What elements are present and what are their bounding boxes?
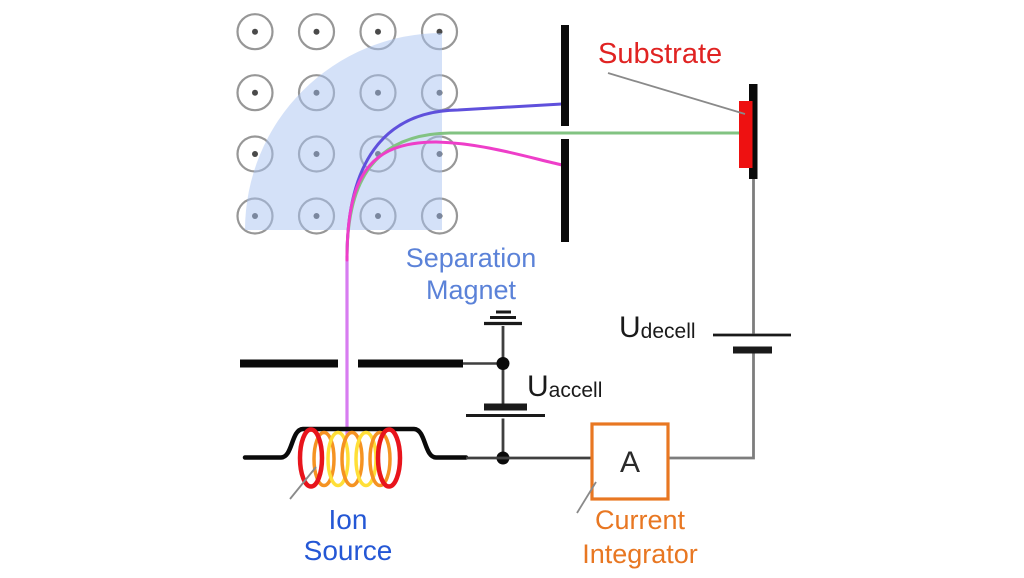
wire-ion-source [242,426,469,460]
ion-source-label: Ion Source [268,504,428,566]
separation-magnet-label-line1: Separation [405,243,537,273]
field-out-of-page-icon [297,13,336,51]
coil-end-loop [297,427,325,489]
ion-source-coil [297,427,403,489]
substrate [739,101,753,168]
battery-accell-symbol [466,403,545,417]
u-accell-label: U accell [527,372,602,402]
separation-magnet-label-line2: Magnet [425,275,517,305]
field-out-of-page-icon [236,13,274,51]
u-decell-symbol: U [619,311,641,344]
leader-line-ion-source [289,466,317,500]
aperture-plate-bottom [561,139,569,242]
separation-magnet-label: Separation Magnet [371,242,571,306]
coil-end-loop [375,427,403,489]
coil-loop [312,430,336,488]
current-integrator-label-line2: Integrator [582,539,698,569]
ammeter-label: A [619,446,640,479]
battery-decell-symbol [713,333,791,354]
leader-line-current-integrator [576,481,597,514]
ion-source-label-line1: Ion [328,504,368,535]
u-decell-label: U decell [619,313,696,343]
aperture-plate-top [561,25,569,126]
ammeter-box [590,422,670,501]
current-integrator-label-line1: Current [594,505,686,535]
ground-icon [484,310,522,326]
coil-loop [340,430,364,488]
current-integrator-label: Current Integrator [550,503,730,571]
leader-line-substrate [607,72,746,115]
coil-loop [368,430,392,488]
u-accell-symbol: U [527,370,549,403]
ion-source-label-line2: Source [303,535,393,566]
junction-dot [496,357,510,370]
u-accell-subscript: accell [548,379,603,402]
beam-magenta-trajectory [345,140,564,262]
substrate-holder [749,84,758,179]
field-out-of-page-icon [236,74,274,112]
substrate-label: Substrate [598,38,723,70]
wire-battery-to-ammeter [668,353,755,460]
u-decell-subscript: decell [640,320,696,343]
magnet-field-region [245,33,442,230]
coil-loop [326,430,350,488]
